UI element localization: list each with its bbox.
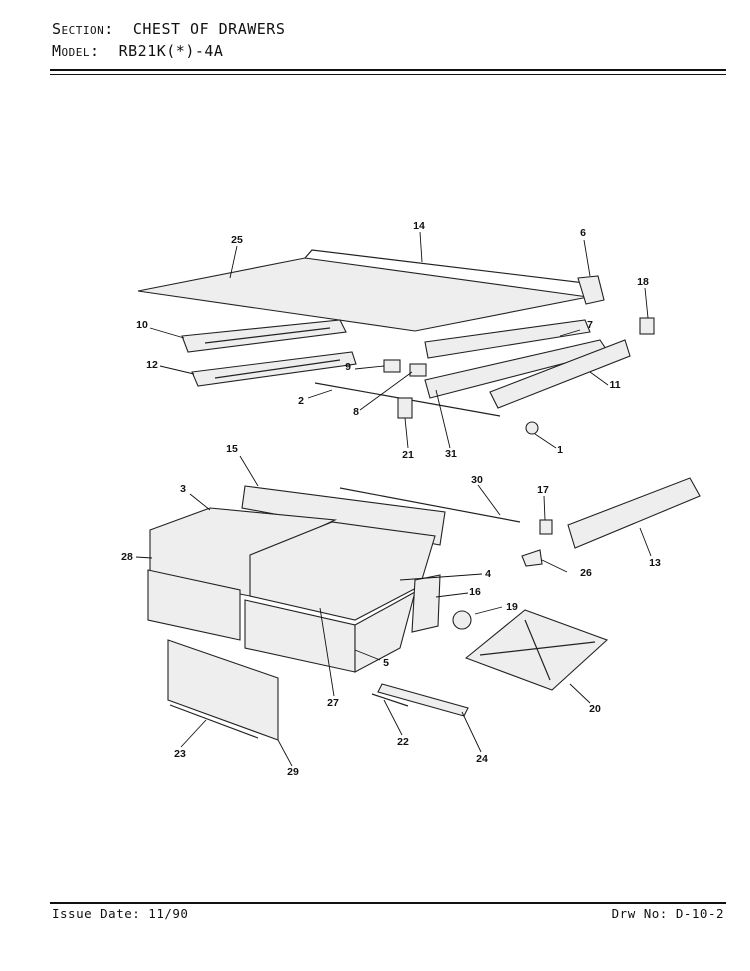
callout-19: 19 (506, 601, 518, 613)
slides-part (371, 683, 469, 717)
glass-frame-part (464, 609, 609, 691)
callout-29: 29 (287, 766, 299, 778)
section-label: Section: (52, 20, 114, 38)
footer-rule (50, 902, 726, 904)
callout-20: 20 (589, 703, 601, 715)
issue-date: Issue Date: 11/90 (52, 906, 189, 921)
callout-22: 22 (397, 736, 409, 748)
callout-25: 25 (231, 234, 243, 246)
right-rails-part (424, 319, 631, 409)
callout-10: 10 (136, 319, 148, 331)
callout-7: 7 (587, 319, 593, 331)
model-value: RB21K(*)-4A (118, 42, 224, 60)
model-label: Model: (52, 42, 100, 60)
callout-30: 30 (471, 474, 483, 486)
drawing-number: Drw No: D-10-2 (611, 906, 724, 921)
callout-26: 26 (580, 567, 592, 579)
left-rails-part (181, 319, 357, 387)
callout-17: 17 (537, 484, 549, 496)
callout-3: 3 (180, 483, 186, 495)
drawers-part (147, 507, 441, 673)
shelf-top-part (137, 249, 605, 332)
callout-18: 18 (637, 276, 649, 288)
callout-31: 31 (445, 448, 457, 460)
callout-4: 4 (485, 568, 491, 580)
model-header: Model: RB21K(*)-4A (52, 42, 223, 60)
section-value: CHEST OF DRAWERS (132, 20, 286, 38)
callout-9: 9 (345, 361, 351, 373)
callout-27: 27 (327, 697, 339, 709)
leader-lines (135, 231, 652, 767)
callout-2: 2 (298, 395, 304, 407)
small-clips-part (383, 317, 655, 435)
callout-8: 8 (353, 406, 359, 418)
callout-23: 23 (174, 748, 186, 760)
header-rule-bottom (50, 74, 726, 75)
callout-6: 6 (580, 227, 586, 239)
callout-5: 5 (383, 657, 389, 669)
callout-1: 1 (557, 444, 563, 456)
callout-16: 16 (469, 586, 481, 598)
callout-21: 21 (402, 449, 414, 461)
callout-11: 11 (609, 379, 620, 391)
header-rule-top (50, 69, 726, 71)
right-bracket-part (452, 477, 701, 630)
callout-28: 28 (121, 551, 133, 563)
front-panel-part (167, 639, 279, 741)
callout-15: 15 (226, 443, 238, 455)
part-callouts: 1 2 3 4 5 6 7 8 9 10 11 12 13 14 15 16 1… (121, 220, 661, 778)
section-header: Section: CHEST OF DRAWERS (52, 20, 285, 38)
callout-24: 24 (476, 753, 488, 765)
callout-14: 14 (413, 220, 425, 232)
callout-12: 12 (146, 359, 158, 371)
callout-13: 13 (649, 557, 661, 569)
